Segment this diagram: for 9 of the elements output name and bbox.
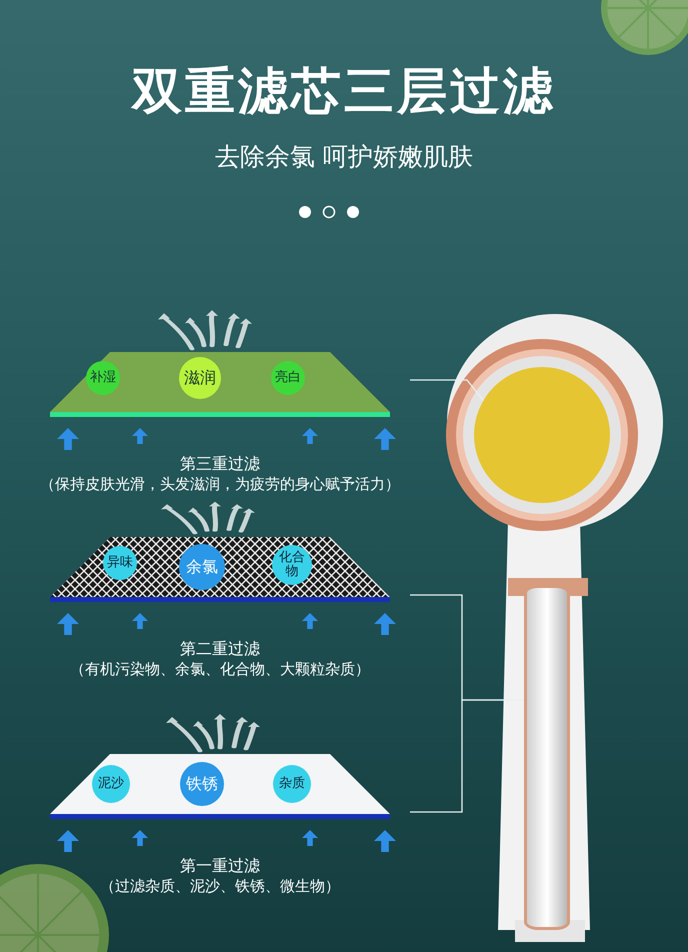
layer-description: （过滤杂质、泥沙、铁锈、微生物） bbox=[99, 877, 341, 896]
layer-heading: 第二重过滤 bbox=[179, 639, 261, 660]
filter-cartridge bbox=[524, 585, 570, 930]
title: 双重滤芯三层过滤 bbox=[130, 61, 557, 122]
layer-heading: 第三重过滤 bbox=[179, 454, 261, 475]
layer-heading: 第一重过滤 bbox=[179, 856, 261, 877]
layer-description: （有机污染物、余氯、化合物、大颗粒杂质） bbox=[69, 660, 371, 679]
layer-description: （保持皮肤光滑，头发滋润，为疲劳的身心赋予活力） bbox=[39, 475, 401, 494]
subtitle: 去除余氯 呵护娇嫩肌肤 bbox=[214, 141, 474, 173]
